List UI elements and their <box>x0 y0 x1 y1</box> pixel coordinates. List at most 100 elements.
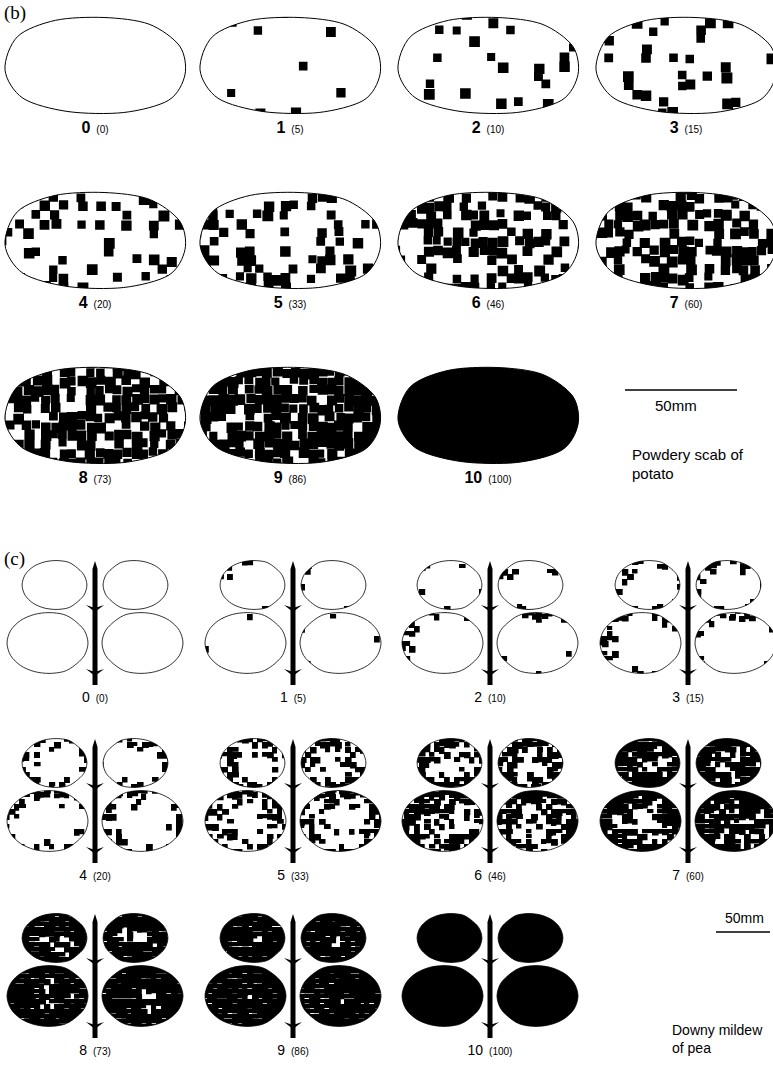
leaflet-outline <box>7 966 88 1027</box>
severity-label: 4 (20) <box>79 294 112 312</box>
leaflet-surface <box>696 561 761 610</box>
severity-score: 7 <box>672 867 680 883</box>
severity-label: 9 (86) <box>274 469 307 487</box>
stipule <box>481 783 499 790</box>
severity-label: 5(33) <box>277 867 309 883</box>
severity-label: 1(5) <box>280 689 306 705</box>
mildew-lesions <box>597 732 773 861</box>
leaflet-surface <box>102 613 183 674</box>
potato-tuber <box>388 8 580 128</box>
panel-letter: (b) <box>4 2 26 24</box>
leaflet-outline <box>102 966 183 1027</box>
scale-label: 50mm <box>655 397 697 414</box>
leaflet-outline <box>402 966 483 1027</box>
percent-area: (0) <box>96 124 108 135</box>
severity-label: 5(33) <box>274 294 307 312</box>
pea-leaf <box>390 900 590 1050</box>
scab-lesions <box>190 357 392 478</box>
leaflet-surface <box>417 561 482 610</box>
stipule <box>86 605 104 612</box>
leaflet-outline <box>7 613 88 674</box>
scab-lesions <box>0 182 194 302</box>
leaflet-outline <box>417 739 482 788</box>
leaflet-surface <box>301 561 366 610</box>
stipule <box>481 958 499 965</box>
leaflet-outline <box>220 739 285 788</box>
percent-area: (60) <box>686 871 704 882</box>
scab-lesions <box>0 357 197 478</box>
tuber-outline <box>200 17 381 113</box>
leaf-stem <box>93 914 98 1038</box>
leaflet-outline <box>7 791 88 852</box>
severity-score: 0 <box>82 689 90 705</box>
pea-leaf <box>202 554 384 685</box>
stipule <box>86 1022 104 1029</box>
severity-score: 9 <box>277 1042 285 1058</box>
severity-label: 7 (60) <box>672 867 704 883</box>
leaflet-outline <box>22 914 87 963</box>
leaflet-surface <box>498 561 563 610</box>
severity-score: 5 <box>274 294 283 312</box>
pea-leaf <box>7 561 183 685</box>
stipule <box>284 669 302 676</box>
percent-area: (86) <box>289 474 307 485</box>
leaflet-outline <box>696 561 761 610</box>
stipule <box>481 605 499 612</box>
scab-lesions <box>388 8 580 128</box>
leaflet-outline <box>497 613 578 674</box>
potato-tuber <box>388 182 590 303</box>
severity-score: 7 <box>670 294 679 312</box>
severity-score: 9 <box>274 469 283 487</box>
leaflet-surface <box>402 613 483 674</box>
severity-score: 10 <box>464 469 482 487</box>
leaflet-outline <box>695 791 773 852</box>
severity-label: 1(5) <box>276 119 303 137</box>
leaflet-surface <box>205 613 286 674</box>
stipule <box>481 847 499 854</box>
tuber-outline <box>596 17 773 113</box>
tuber-surface <box>5 17 186 113</box>
percent-area: (5) <box>291 124 303 135</box>
scab-lesions <box>597 7 773 128</box>
severity-score: 4 <box>79 294 88 312</box>
percent-area: (15) <box>686 693 704 704</box>
mildew-lesions <box>597 554 773 683</box>
severity-label: 0 (0) <box>82 689 108 705</box>
percent-area: (0) <box>96 693 108 704</box>
stipule <box>679 783 697 790</box>
leaflet-outline <box>103 914 168 963</box>
tuber-outline <box>200 367 381 463</box>
severity-label: 2(10) <box>474 689 506 705</box>
panel-caption: Downy mildew of pea <box>672 1022 772 1057</box>
percent-area: (33) <box>291 871 309 882</box>
leaflet-outline <box>301 914 366 963</box>
scab-lesions <box>587 182 773 304</box>
severity-score: 2 <box>472 119 481 137</box>
leaflet-outline <box>402 791 483 852</box>
leaflet-outline <box>205 613 286 674</box>
percent-area: (60) <box>685 299 703 310</box>
scab-lesions <box>191 8 346 126</box>
leaflet-outline <box>220 914 285 963</box>
leaflet-outline <box>417 561 482 610</box>
leaflet-outline <box>300 791 381 852</box>
potato-tuber <box>190 357 392 478</box>
leaflet-outline <box>300 966 381 1027</box>
leaflet-outline <box>22 739 87 788</box>
percent-area: (20) <box>94 299 112 310</box>
tuber-outline <box>398 192 579 288</box>
leaflet-outline <box>695 613 773 674</box>
severity-score: 8 <box>79 1042 87 1058</box>
leaf-stem <box>291 739 296 863</box>
stipule <box>481 669 499 676</box>
percent-area: (10) <box>487 124 505 135</box>
tuber-surface <box>200 17 381 113</box>
potato-tuber <box>0 357 197 478</box>
potato-tuber <box>190 183 390 302</box>
severity-label: 8(73) <box>79 1042 111 1058</box>
severity-score: 10 <box>468 1042 484 1058</box>
severity-score: 3 <box>670 119 679 137</box>
leaf-stem <box>291 914 296 1038</box>
leaf-stem <box>291 561 296 685</box>
scab-lesions <box>190 183 390 302</box>
